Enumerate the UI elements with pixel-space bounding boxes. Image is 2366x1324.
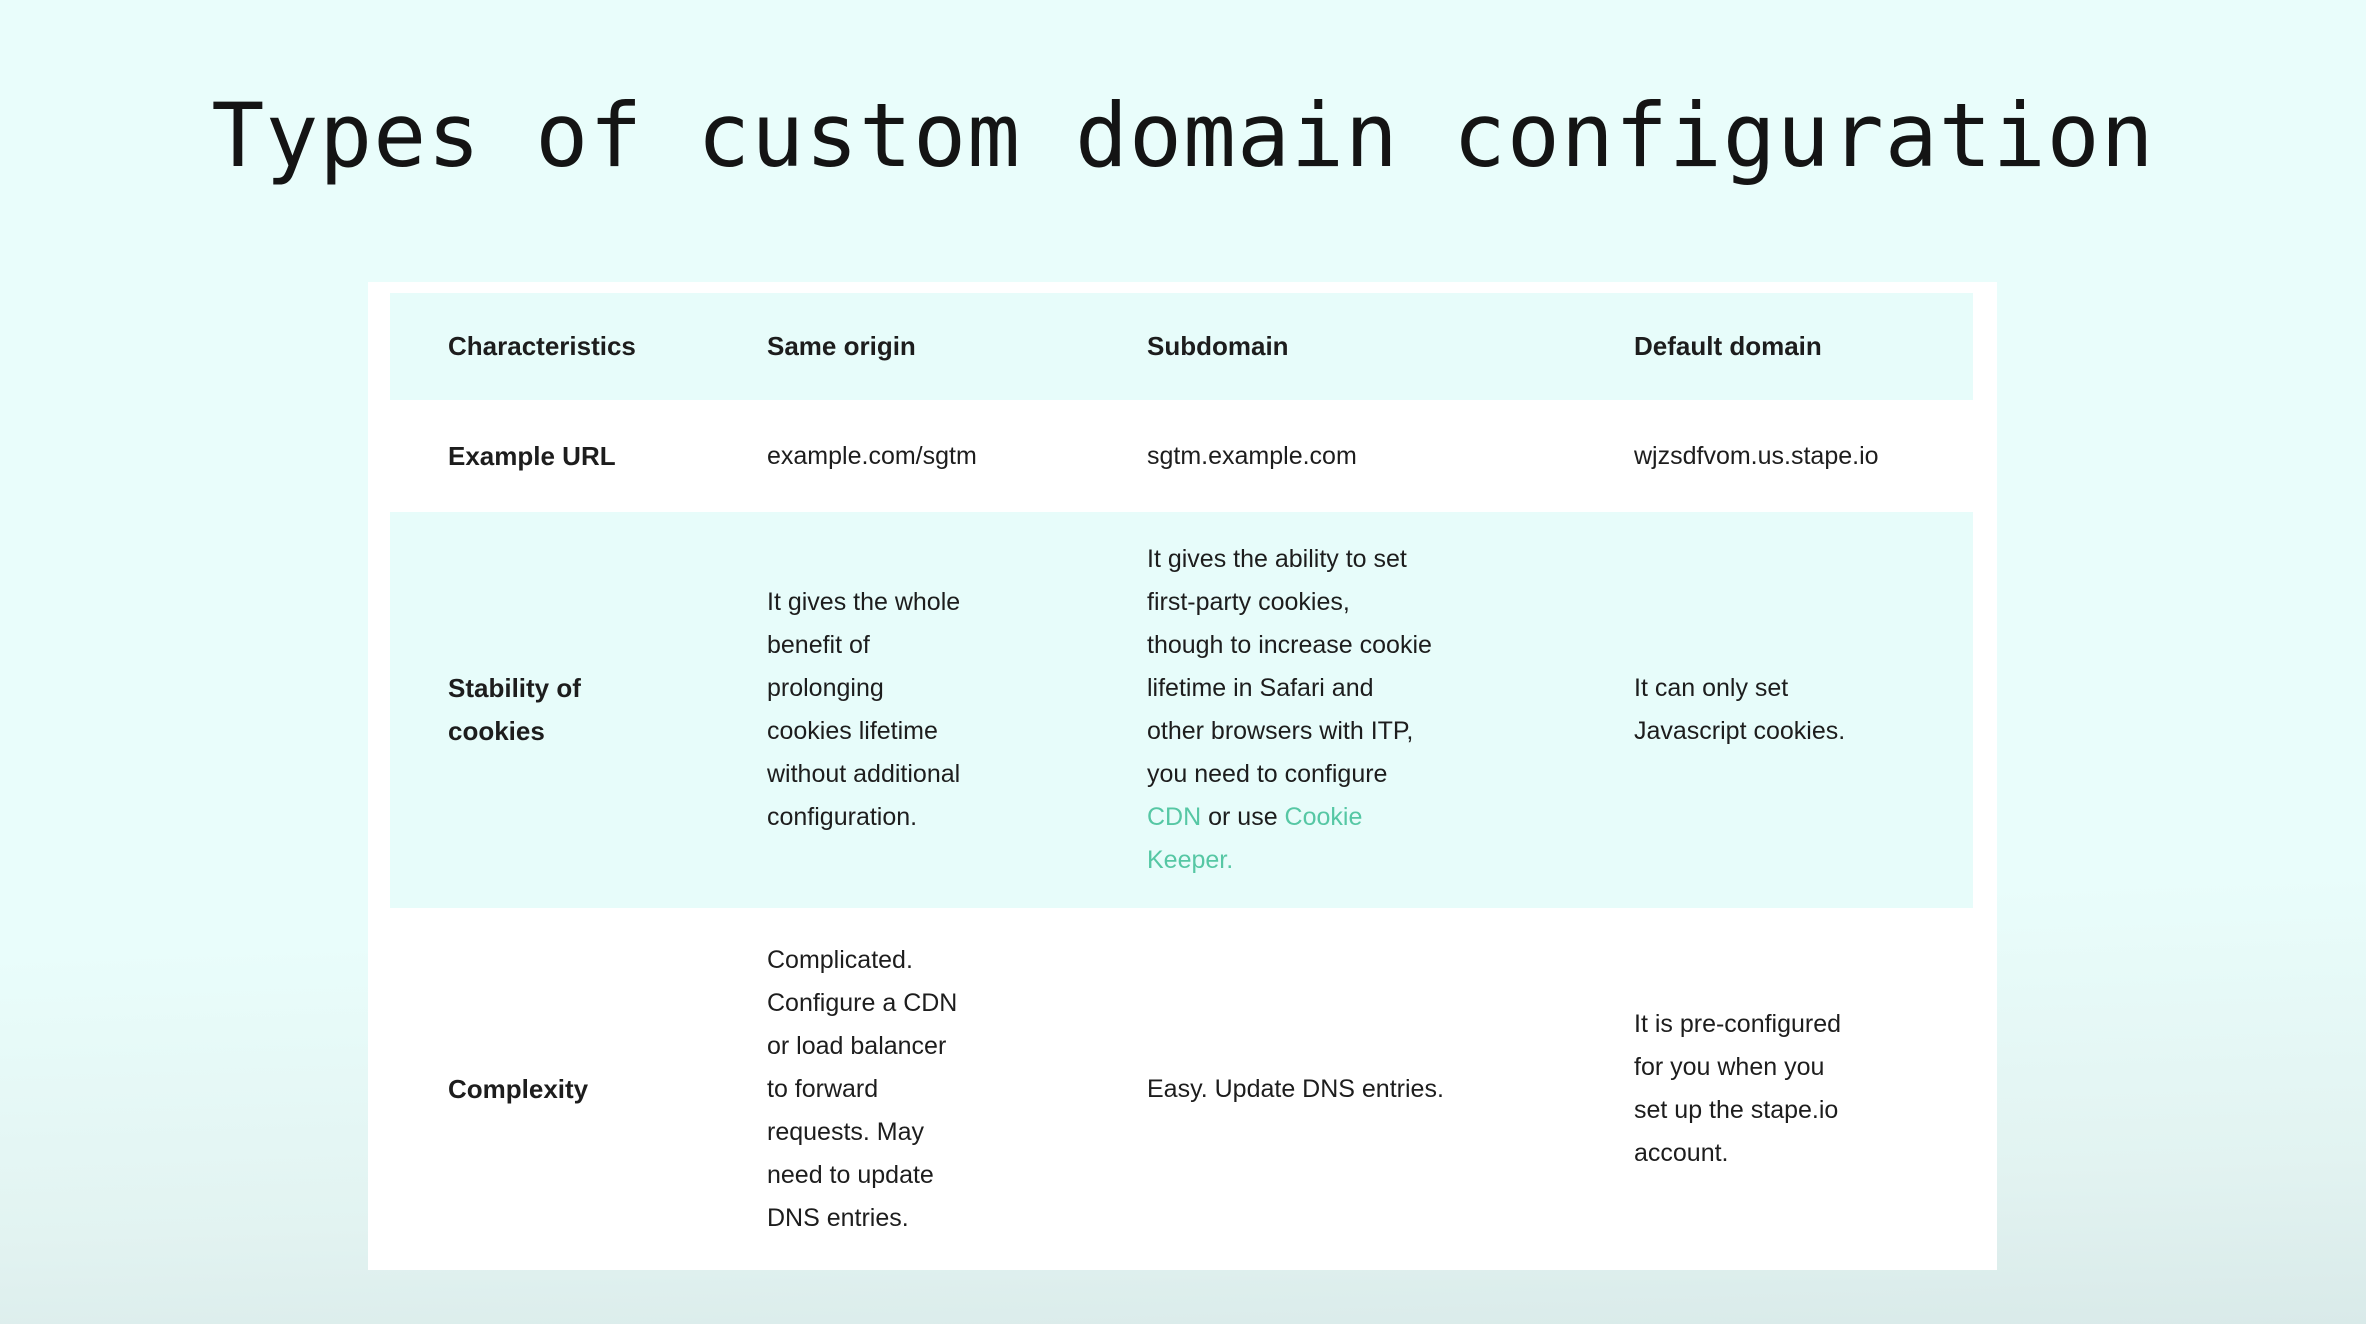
cell-example-url-same-origin: example.com/sgtm: [755, 400, 1147, 512]
table-row-stability-of-cookies: Stability of cookies It gives the whole …: [390, 512, 1973, 908]
cell-value: wjzsdfvom.us.stape.io: [1634, 441, 1879, 470]
cell-value: example.com/sgtm: [767, 441, 977, 470]
cell-value: It gives the ability to set first-party …: [1147, 538, 1432, 882]
column-header: Same origin: [767, 331, 916, 361]
cell-complexity-default-domain: It is pre-configured for you when you se…: [1634, 908, 1973, 1270]
cell-value: sgtm.example.com: [1147, 441, 1357, 470]
row-label-cell: Example URL: [390, 400, 755, 512]
row-label: Stability of cookies: [448, 673, 581, 746]
header-cell-subdomain: Subdomain: [1147, 293, 1634, 400]
table-header-row: Characteristics Same origin Subdomain De…: [390, 293, 1973, 400]
table-row-complexity: Complexity Complicated. Configure a CDN …: [390, 908, 1973, 1270]
comparison-table-card: Characteristics Same origin Subdomain De…: [368, 282, 1997, 1270]
cdn-link[interactable]: CDN: [1147, 803, 1202, 831]
header-cell-default-domain: Default domain: [1634, 293, 1973, 400]
cell-value: It gives the whole benefit of prolonging…: [767, 588, 961, 831]
cell-example-url-default-domain: wjzsdfvom.us.stape.io: [1634, 400, 1973, 512]
cell-value: Complicated. Configure a CDN or load bal…: [767, 945, 958, 1232]
cell-complexity-same-origin: Complicated. Configure a CDN or load bal…: [755, 908, 1147, 1270]
cell-stability-same-origin: It gives the whole benefit of prolonging…: [755, 512, 1147, 908]
column-header: Characteristics: [448, 331, 636, 361]
cell-stability-default-domain: It can only set Javascript cookies.: [1634, 512, 1973, 908]
row-label-cell: Complexity: [390, 908, 755, 1270]
cell-value: Easy. Update DNS entries.: [1147, 1074, 1444, 1103]
row-label: Example URL: [448, 440, 616, 471]
table-row-example-url: Example URL example.com/sgtm sgtm.exampl…: [390, 400, 1973, 512]
cell-stability-subdomain: It gives the ability to set first-party …: [1147, 512, 1634, 908]
column-header: Subdomain: [1147, 331, 1289, 361]
header-cell-characteristics: Characteristics: [390, 293, 755, 400]
row-label: Complexity: [448, 1073, 589, 1104]
page-title: Types of custom domain configuration: [211, 84, 2155, 187]
header-cell-same-origin: Same origin: [755, 293, 1147, 400]
cookie-keeper-link[interactable]: Cookie Keeper.: [1147, 803, 1363, 874]
column-header: Default domain: [1634, 331, 1822, 361]
cell-complexity-subdomain: Easy. Update DNS entries.: [1147, 908, 1634, 1270]
cell-example-url-subdomain: sgtm.example.com: [1147, 400, 1634, 512]
cell-text-between-links: or use: [1201, 803, 1285, 831]
cell-value: It is pre-configured for you when you se…: [1634, 1010, 1842, 1167]
cell-text-before-links: It gives the ability to set first-party …: [1147, 545, 1432, 788]
row-label-cell: Stability of cookies: [390, 512, 755, 908]
cell-value: It can only set Javascript cookies.: [1634, 674, 1846, 745]
